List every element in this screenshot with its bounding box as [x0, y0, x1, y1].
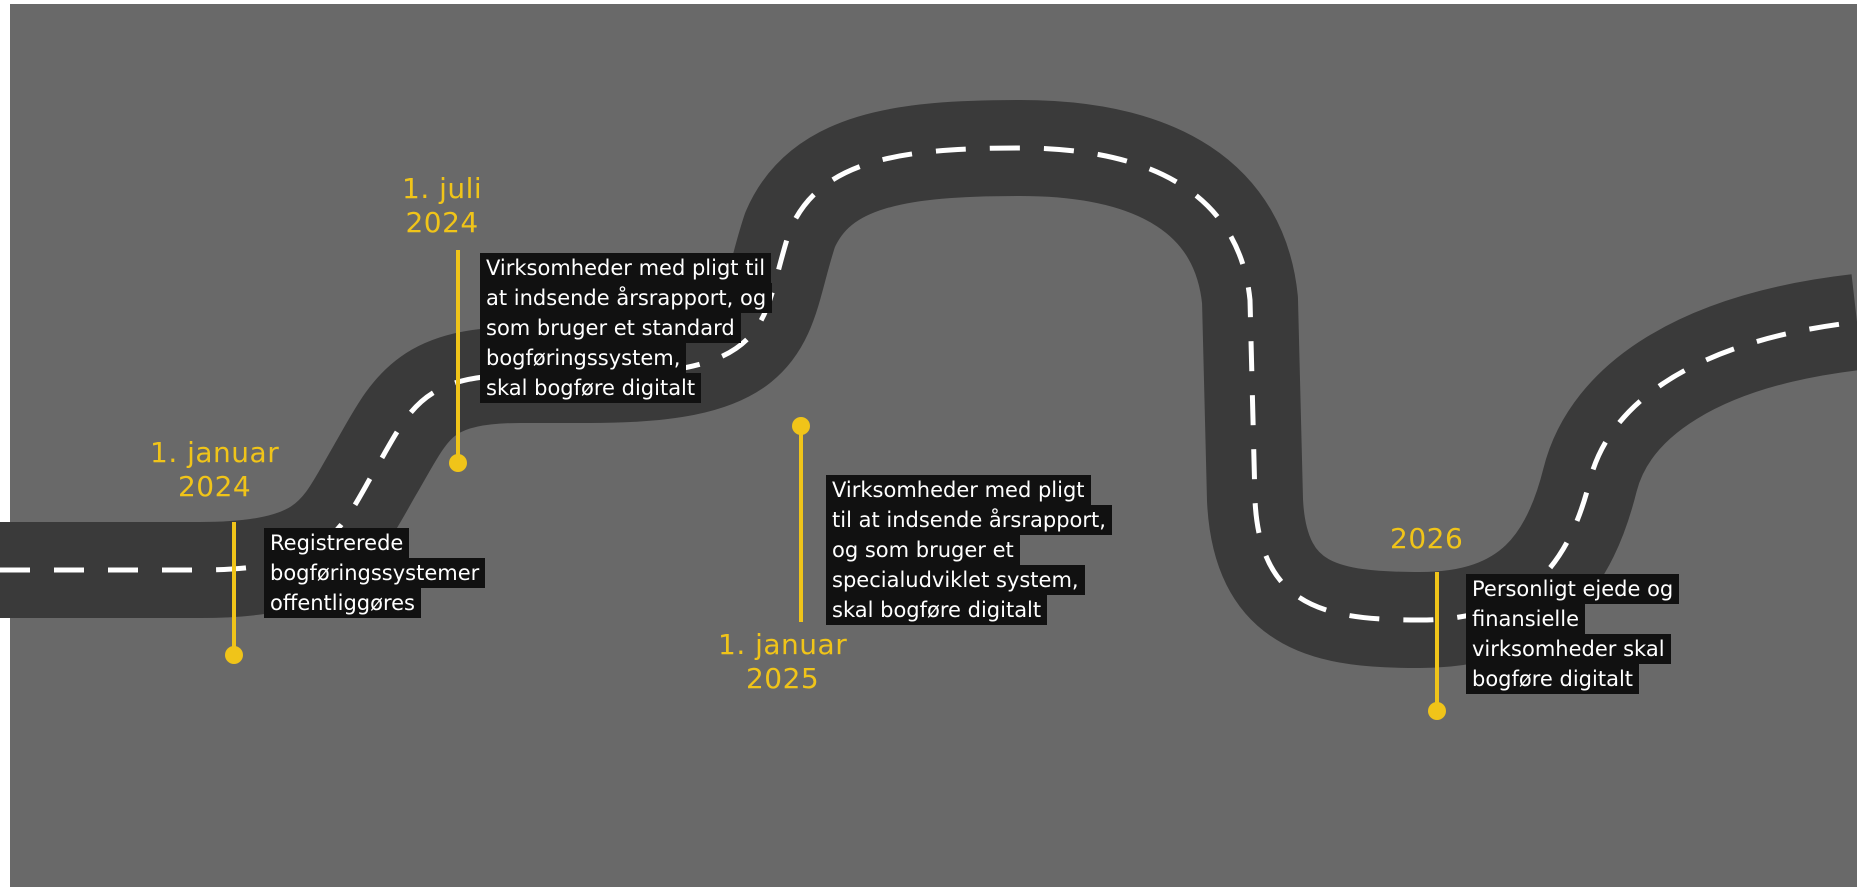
- milestone-4-description: Personligt ejede og finansielle virksomh…: [1466, 574, 1680, 694]
- milestone-2-date: 1. juli 2024: [402, 172, 483, 239]
- lane-marking: [0, 145, 1857, 623]
- milestone-2-description: Virksomheder med pligt til at indsende å…: [480, 253, 773, 403]
- milestone-3-dot: [792, 417, 810, 435]
- milestone-4-dot: [1428, 702, 1446, 720]
- milestone-3-date: 1. januar 2025: [718, 628, 848, 695]
- milestone-4-date: 2026: [1390, 522, 1464, 555]
- milestone-1-date: 1. januar 2024: [150, 436, 280, 503]
- milestone-3-description: Virksomheder med pligt til at indsende å…: [826, 475, 1112, 625]
- milestone-1-dot: [225, 646, 243, 664]
- milestone-2-dot: [449, 454, 467, 472]
- milestone-1-description: Registrerede bogføringssystemer offentli…: [264, 528, 486, 618]
